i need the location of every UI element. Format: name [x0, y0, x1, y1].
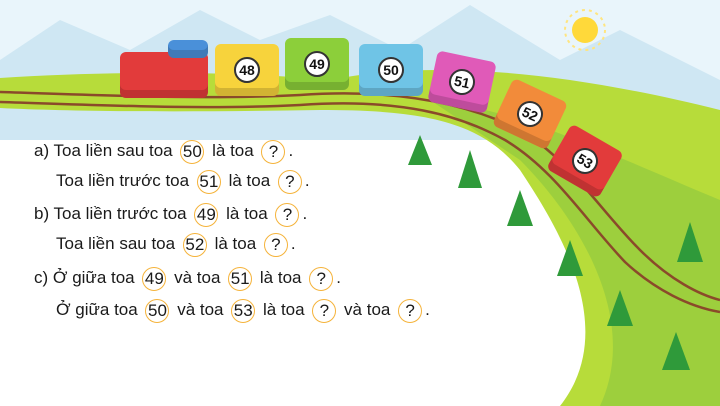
text: là toa [262, 300, 305, 319]
text: Toa liền trước toa [53, 204, 187, 223]
answer-blank[interactable]: ? [275, 202, 300, 227]
text: là toa [214, 234, 257, 253]
answer-blank[interactable]: ? [312, 298, 337, 323]
text: Ở giữa toa [56, 300, 138, 319]
pine-trees [408, 135, 703, 370]
label-a: a) [34, 141, 50, 160]
label-c: c) [34, 268, 49, 287]
text: Toa liền sau toa [53, 141, 173, 160]
car-number: 52 [182, 232, 207, 257]
exercise-b-line-2: Toa liền sau toa 52 là toa ?. [56, 231, 296, 257]
period: . [302, 204, 308, 223]
car-number: 50 [180, 139, 205, 164]
train-car-49: 49 [285, 38, 349, 90]
text: Toa liền sau toa [56, 234, 176, 253]
text: Ở giữa toa [52, 268, 135, 287]
answer-blank[interactable]: ? [309, 266, 334, 291]
locomotive-cabin [168, 40, 208, 58]
period: . [304, 171, 310, 190]
period: . [288, 141, 294, 160]
exercise-b-line-1: b) Toa liền trước toa 49 là toa ?. [34, 201, 307, 227]
car-number: 49 [142, 266, 167, 291]
label-b: b) [34, 204, 50, 223]
text: là toa [228, 171, 271, 190]
exercise-c-line-1: c) Ở giữa toa 49 và toa 51 là toa ?. [34, 265, 341, 291]
car-number: 51 [228, 266, 253, 291]
locomotive [120, 52, 208, 98]
period: . [336, 268, 341, 287]
period: . [425, 300, 430, 319]
car-number: 53 [231, 298, 256, 323]
car-number: 49 [194, 202, 219, 227]
car-number: 50 [145, 298, 170, 323]
text: là toa [226, 204, 268, 223]
exercise-a-line-1: a) Toa liền sau toa 50 là toa ?. [34, 138, 293, 164]
answer-blank[interactable]: ? [398, 298, 423, 323]
exercise-c-line-2: Ở giữa toa 50 và toa 53 là toa ? và toa … [56, 297, 430, 323]
text: và toa [174, 268, 221, 287]
answer-blank[interactable]: ? [263, 232, 288, 257]
car-number: 51 [196, 169, 221, 194]
answer-blank[interactable]: ? [261, 139, 286, 164]
text: và toa [177, 300, 224, 319]
answer-blank[interactable]: ? [277, 169, 302, 194]
exercise-a-line-2: Toa liền trước toa 51 là toa ?. [56, 168, 310, 194]
sun-icon [564, 9, 606, 51]
period: . [290, 234, 296, 253]
train-car-48: 48 [215, 44, 279, 96]
text: Toa liền trước toa [56, 171, 190, 190]
text: là toa [212, 141, 254, 160]
text: là toa [259, 268, 302, 287]
train-car-50: 50 [359, 44, 423, 96]
text: và toa [344, 300, 391, 319]
